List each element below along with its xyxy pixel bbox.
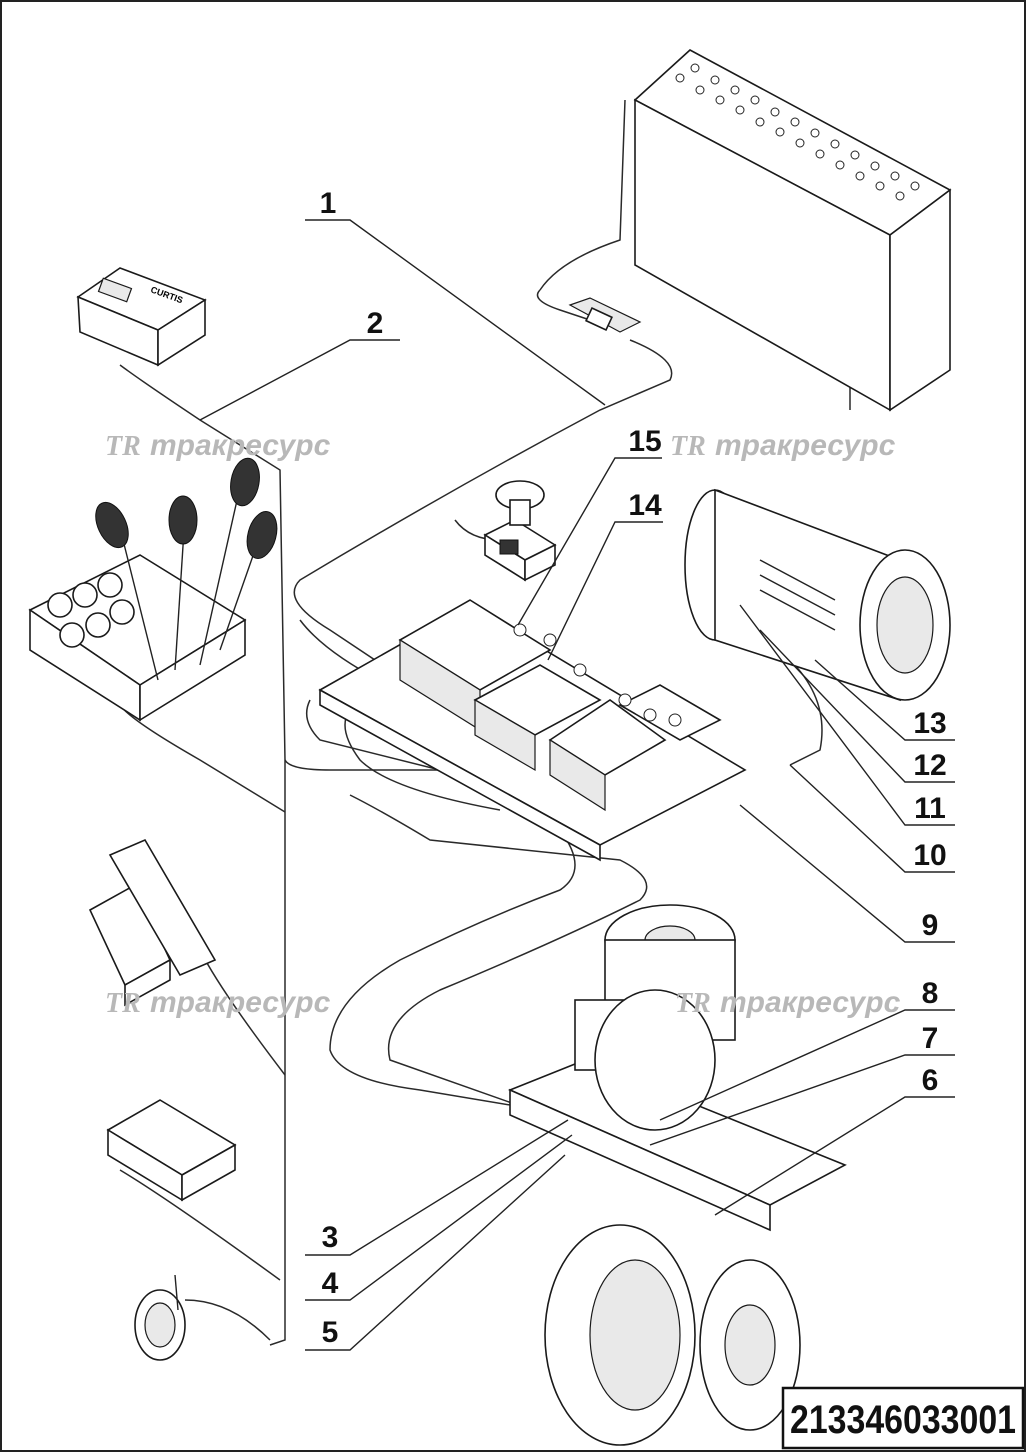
watermark-text: тракресурс xyxy=(150,429,331,462)
callout-14: 14 xyxy=(628,489,662,522)
watermark-logo: TR xyxy=(670,431,706,462)
hydraulic-valve xyxy=(28,457,278,722)
leader-lines xyxy=(199,219,955,1351)
watermark-logo: TR xyxy=(105,431,141,462)
document-number-box: 213346033001 xyxy=(781,1386,1025,1450)
drive-unit xyxy=(507,904,847,1446)
curtis-display: CURTIS xyxy=(76,267,207,367)
callout-9: 9 xyxy=(922,909,939,942)
callout-15: 15 xyxy=(628,425,661,458)
watermark-3: TR тракресурс xyxy=(105,986,331,1019)
callout-12: 12 xyxy=(913,749,946,782)
pump-motor xyxy=(684,488,951,702)
watermark-4: TR тракресурс xyxy=(675,986,901,1019)
watermark-2: TR тракресурс xyxy=(670,429,896,462)
controller-assembly xyxy=(318,599,747,862)
watermark-text: тракресурс xyxy=(715,429,896,462)
callout-8: 8 xyxy=(922,977,939,1010)
watermark-logo: TR xyxy=(675,988,711,1019)
callout-6: 6 xyxy=(922,1064,939,1097)
emergency-switch xyxy=(483,480,557,582)
watermark-logo: TR xyxy=(105,988,141,1019)
callout-13: 13 xyxy=(913,707,946,740)
battery-connector xyxy=(568,297,642,333)
document-number: 213346033001 xyxy=(790,1398,1016,1442)
callout-1: 1 xyxy=(320,187,337,220)
callout-10: 10 xyxy=(913,839,946,872)
callout-5: 5 xyxy=(322,1316,339,1349)
callout-2: 2 xyxy=(367,307,384,340)
horn xyxy=(134,1274,186,1361)
callout-3: 3 xyxy=(322,1221,339,1254)
callout-11: 11 xyxy=(914,792,946,825)
control-box xyxy=(106,1099,237,1202)
accelerator-pedal xyxy=(88,838,217,1007)
watermark-text: тракресурс xyxy=(720,986,901,1019)
battery xyxy=(633,49,952,412)
watermark-1: TR тракресурс xyxy=(105,429,331,462)
callout-7: 7 xyxy=(922,1022,939,1055)
watermark-text: тракресурс xyxy=(150,986,331,1019)
callout-4: 4 xyxy=(322,1267,339,1300)
